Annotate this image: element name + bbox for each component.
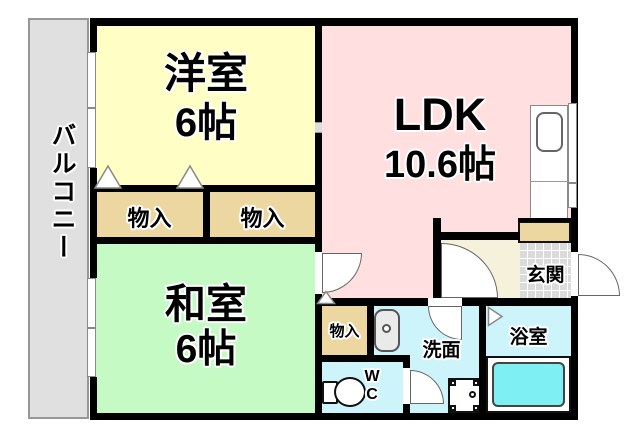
closet1-label: 物入 bbox=[127, 206, 172, 231]
wall bbox=[367, 306, 374, 362]
japanese-room-size: 6帖 bbox=[175, 328, 237, 371]
washer-bolt-icon bbox=[450, 405, 456, 411]
western-room-label: 洋室 6帖 bbox=[90, 48, 322, 146]
closet-door-marker-icon bbox=[93, 164, 123, 189]
toilet-bowl-icon bbox=[334, 377, 366, 407]
wall bbox=[90, 168, 97, 278]
kitchen-sink-icon bbox=[536, 112, 563, 152]
wall bbox=[479, 306, 486, 413]
window-western-balcony bbox=[87, 52, 96, 168]
wall bbox=[90, 413, 578, 420]
wall-notch bbox=[315, 122, 322, 133]
room-japanese bbox=[90, 237, 322, 420]
washroom-label: 洗面 bbox=[422, 340, 461, 361]
washer-bolt-icon bbox=[473, 380, 479, 386]
ldk-size: 10.6帖 bbox=[384, 144, 496, 186]
wall bbox=[203, 192, 210, 244]
closet2-label: 物入 bbox=[240, 206, 285, 231]
bath-label: 浴室 bbox=[509, 327, 548, 348]
room-western bbox=[90, 18, 322, 192]
wc-label: W C bbox=[354, 368, 390, 404]
wall bbox=[315, 355, 410, 362]
wc-label-line1: W bbox=[364, 368, 380, 385]
kitchen-counter-divider bbox=[530, 181, 568, 182]
balcony-label: バルコニー bbox=[48, 122, 76, 262]
door-opening bbox=[403, 368, 410, 404]
window-kitchen bbox=[568, 103, 577, 208]
western-room-size: 6帖 bbox=[174, 101, 238, 145]
door-opening bbox=[428, 298, 462, 306]
entrance-tile-floor bbox=[520, 243, 571, 298]
window-japanese-balcony bbox=[87, 278, 96, 377]
closet3-label: 物入 bbox=[329, 323, 360, 340]
bath-folding-door-icon bbox=[487, 306, 504, 327]
wall bbox=[90, 185, 322, 192]
wall bbox=[90, 18, 578, 26]
japanese-room-label: 和室 6帖 bbox=[90, 280, 322, 372]
wc-label-line2: C bbox=[366, 386, 378, 403]
balcony-area bbox=[28, 18, 89, 419]
shoe-cabinet bbox=[518, 221, 571, 243]
closet-lower bbox=[315, 298, 374, 362]
wall bbox=[90, 237, 322, 244]
washing-machine-icon bbox=[448, 378, 481, 413]
bathtub-icon bbox=[492, 362, 565, 407]
wall bbox=[315, 18, 322, 413]
western-room-name: 洋室 bbox=[163, 50, 248, 97]
entrance-door-opening bbox=[571, 252, 578, 296]
entrance-label: 玄関 bbox=[526, 265, 565, 286]
wall bbox=[90, 18, 97, 52]
ldk-name: LDK bbox=[393, 89, 487, 140]
closet-door-marker-icon bbox=[316, 290, 336, 305]
japanese-room-name: 和室 bbox=[165, 281, 247, 327]
door-opening bbox=[315, 252, 322, 294]
washer-bolt-icon bbox=[450, 380, 456, 386]
wall bbox=[441, 232, 520, 240]
door-arc-entrance bbox=[578, 254, 620, 296]
ldk-label: LDK 10.6帖 bbox=[330, 88, 550, 188]
closet-door-marker-icon bbox=[175, 164, 205, 189]
washer-knob-icon bbox=[469, 391, 476, 398]
wall bbox=[518, 218, 578, 222]
wall bbox=[90, 377, 97, 420]
wall bbox=[433, 218, 441, 305]
washer-bolt-icon bbox=[473, 405, 479, 411]
washbasin-drain-icon bbox=[382, 324, 391, 333]
